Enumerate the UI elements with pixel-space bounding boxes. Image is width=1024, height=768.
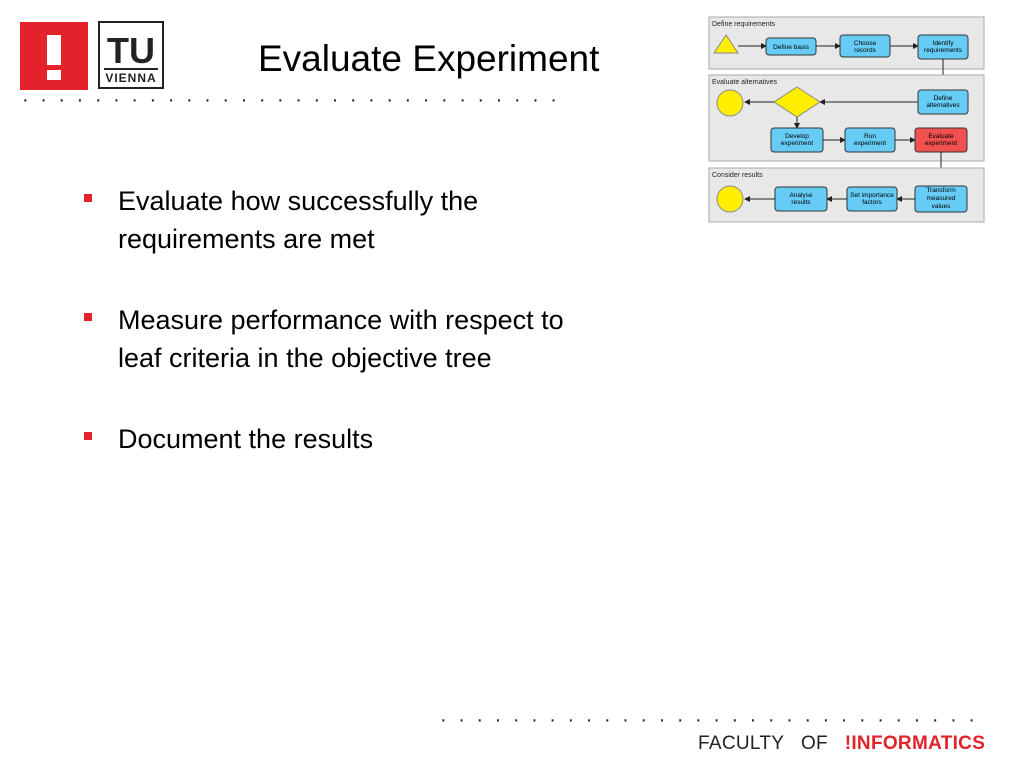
event-circle-icon — [716, 185, 744, 213]
red-square-bullet-icon — [84, 313, 92, 321]
top-dotted-divider: · · · · · · · · · · · · · · · · · · · · … — [22, 90, 562, 110]
footer-faculty: FACULTY — [698, 733, 785, 754]
red-square-bullet-icon — [84, 194, 92, 202]
bullet-item: Evaluate how successfully the requiremen… — [80, 182, 670, 258]
bullet-list: Evaluate how successfully the requiremen… — [80, 182, 670, 501]
tu-vienna-logo: TU VIENNA — [98, 21, 164, 89]
lane-label: Consider results — [712, 172, 763, 179]
footer-informatics: !INFORMATICS — [844, 733, 986, 754]
bullet-item: Document the results — [80, 420, 670, 458]
logo-tu-text: TU — [107, 30, 155, 71]
red-square-bullet-icon — [84, 432, 92, 440]
start-triangle-icon — [713, 34, 739, 54]
event-circle-icon — [716, 89, 744, 117]
svg-text:Define basis: Define basis — [773, 44, 810, 51]
tu-exclamation-logo — [20, 22, 88, 90]
slide-title: Evaluate Experiment — [258, 38, 600, 79]
logo-vienna-text: VIENNA — [105, 71, 156, 85]
bottom-dotted-divider: · · · · · · · · · · · · · · · · · · · · … — [440, 710, 980, 730]
footer-of: OF — [800, 733, 828, 754]
lane-label: Define requirements — [712, 21, 776, 28]
bullet-item: Measure performance with respect to leaf… — [80, 301, 670, 377]
lane-label: Evaluate alternatives — [712, 79, 777, 86]
faculty-footer: FACULTY OF !INFORMATICS — [698, 733, 985, 755]
